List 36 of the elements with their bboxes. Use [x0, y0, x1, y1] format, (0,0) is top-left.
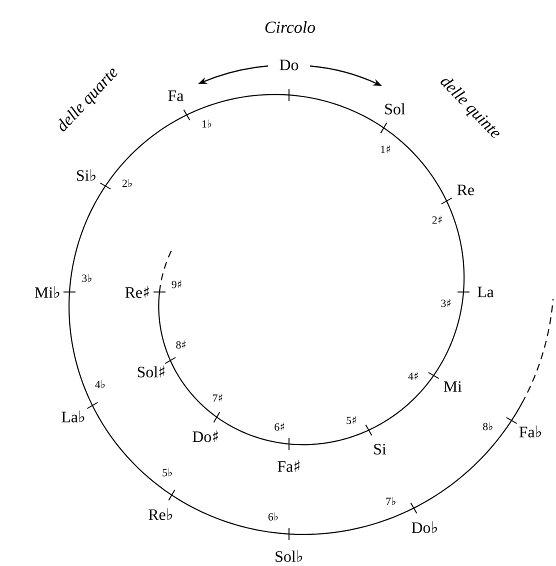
key-signature-number: 7♯	[213, 394, 222, 402]
note-name: Re♭	[148, 508, 172, 520]
key-signature-number: 4♯	[408, 372, 418, 380]
key-signature-number: 4♭	[95, 380, 105, 388]
note-name: Do♯	[192, 430, 218, 442]
key-signature-number: 6♯	[274, 422, 284, 431]
note-name: Mi	[444, 381, 462, 392]
key-signature-number: 5♭	[162, 468, 172, 476]
note-name: Sol♭	[276, 550, 302, 562]
note-name: La	[478, 286, 494, 298]
note-name: Fa♯	[278, 460, 300, 472]
key-signature-number: 7♭	[386, 496, 396, 505]
key-signature-number: 6♭	[268, 512, 278, 520]
key-signature-number: 2♭	[122, 178, 132, 187]
note-name: Re♯	[125, 286, 149, 298]
key-signature-number: 8♭	[483, 422, 492, 430]
note-name: Do	[280, 60, 298, 70]
note-name: Si	[374, 444, 386, 455]
note-name: Fa	[168, 90, 184, 102]
note-name: Re	[457, 184, 474, 196]
key-signature-number: 2♯	[432, 216, 442, 224]
note-name: Fa♭	[519, 426, 542, 438]
key-signature-number: 5♯	[346, 416, 356, 424]
note-name: Do♭	[412, 521, 437, 534]
heading: Circolo	[265, 21, 316, 33]
key-signature-number: 3♯	[441, 298, 451, 308]
key-signature-number: 9♯	[172, 280, 182, 288]
key-signature-number: 1♭	[202, 119, 212, 128]
key-signature-number: 1♯	[381, 145, 390, 153]
key-signature-number: 8♯	[176, 340, 186, 349]
note-name: Mi♭	[34, 286, 60, 298]
note-name: Si♭	[77, 169, 96, 181]
key-signature-number: 3♭	[82, 274, 92, 282]
note-name: Sol♯	[138, 366, 164, 378]
note-name: La♭	[62, 410, 84, 422]
note-name: Sol	[385, 103, 406, 114]
